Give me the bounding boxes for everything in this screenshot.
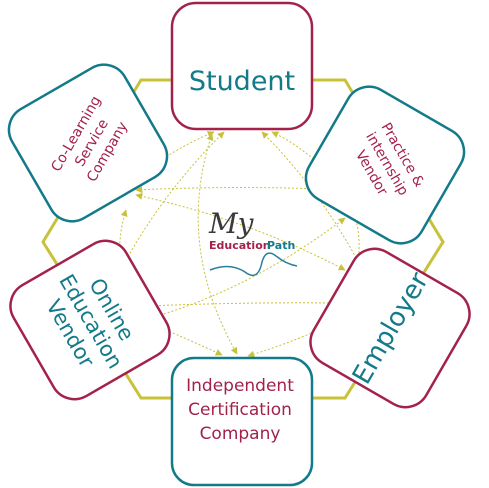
- node-employer: [309, 247, 471, 409]
- node-certification-label-line1: Independent: [186, 376, 294, 396]
- logo-wave-icon: [209, 252, 298, 277]
- node-student: Student: [170, 1, 314, 131]
- node-certification-label-line3: Company: [200, 424, 281, 444]
- arrow-student-online: [124, 131, 225, 263]
- node-certification-label-line2: Certification: [188, 400, 292, 420]
- node-colearning: [7, 63, 169, 223]
- node-practice: [304, 85, 466, 245]
- node-student-label: Student: [189, 66, 295, 97]
- node-certification: Independent Certification Company: [170, 356, 314, 487]
- arrow-online-employer: [146, 299, 339, 310]
- arrow-practice-online: [149, 217, 346, 320]
- connection-arrows: [116, 131, 363, 358]
- logo-my-text: My: [208, 207, 255, 240]
- hexagon-outline: [41, 78, 445, 400]
- logo-path-text: Path: [267, 239, 295, 252]
- logo-education-text: Education: [209, 239, 271, 252]
- logo: My Education Path: [208, 207, 298, 277]
- node-online: [9, 239, 171, 401]
